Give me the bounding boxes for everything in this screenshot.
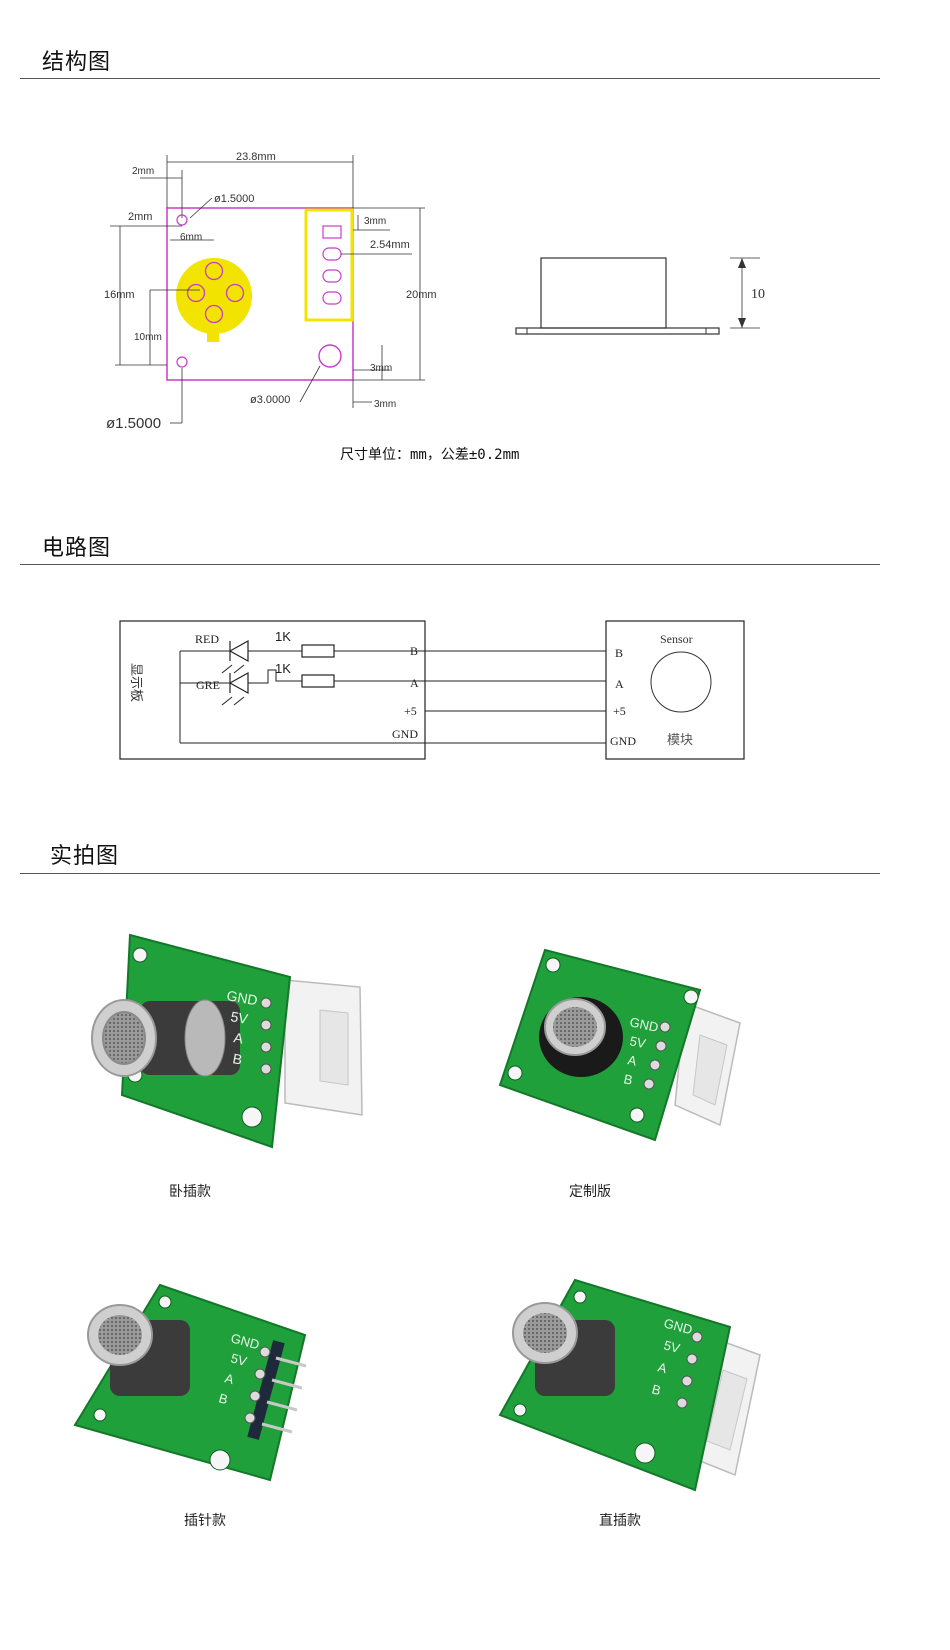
display-board-label: 显示板: [129, 663, 144, 702]
dim-hole-top: ø1.5000: [214, 193, 254, 205]
section-title-photos: 实拍图: [50, 844, 120, 869]
led-red-symbol: [228, 639, 249, 663]
dimension-note: 尺寸单位：mm，公差±0.2mm: [340, 447, 520, 463]
photo-caption-4: 直插款: [599, 1513, 641, 1529]
pcb-label-a: A: [232, 1029, 245, 1046]
dim-width: 23.8mm: [236, 151, 276, 163]
sensor-module-box: [605, 620, 745, 760]
section-divider: [20, 873, 880, 874]
led-green-symbol: [228, 671, 249, 695]
pcb-label-b: B: [622, 1071, 634, 1087]
mount-hole-bottom: [176, 356, 188, 368]
photo-caption-2: 定制版: [569, 1184, 611, 1200]
resistor-1: [301, 644, 335, 658]
structure-diagram: 23.8mm 2mm ø1.5000 2mm 6mm 16mm 10mm ø1.…: [104, 151, 765, 432]
dim-height-total: 20mm: [406, 289, 437, 301]
display-board-box: [119, 620, 426, 760]
sensor-title: Sensor: [660, 632, 693, 646]
sensor-footprint: [176, 258, 252, 334]
left-pin-a: A: [410, 676, 419, 690]
pcb-label-5v: 5V: [229, 1350, 249, 1369]
pcb-label-5v: 5V: [229, 1008, 249, 1027]
pcb-label-a: A: [626, 1052, 638, 1069]
section-title-circuit: 电路图: [42, 536, 112, 561]
dim-pin-pitch: 2.54mm: [370, 239, 410, 251]
sensor-symbol: [650, 651, 712, 713]
connector-footprint: [304, 208, 354, 322]
side-view-body: [540, 257, 667, 329]
dim-bottom-margin: 3mm: [374, 399, 396, 410]
left-pin-gnd: GND: [392, 727, 418, 741]
pcb-label-a: A: [223, 1370, 236, 1387]
right-pin-gnd: GND: [610, 734, 636, 748]
dim-hole-bottom: ø1.5000: [106, 415, 161, 432]
module-label: 模块: [667, 732, 693, 747]
circuit-diagram: 显示板 RED GRE 1K 1K B A +5 GND Sensor B A …: [119, 620, 745, 760]
dim-sensor-offset: 6mm: [180, 232, 202, 243]
dim-lower-offset: 10mm: [134, 332, 162, 343]
pcb-label-5v: 5V: [628, 1033, 647, 1051]
pcb-label-a: A: [656, 1359, 669, 1376]
pcb-label-b: B: [231, 1050, 243, 1067]
dim-big-hole: ø3.0000: [250, 394, 290, 406]
mount-hole-top: [176, 214, 188, 226]
photo-pin-header: GND 5V A B: [73, 1283, 307, 1482]
dim-height-left: 16mm: [104, 289, 135, 301]
resistor-2: [301, 674, 335, 688]
photo-caption-1: 卧插款: [169, 1184, 211, 1200]
pcb-label-gnd: GND: [229, 1330, 261, 1352]
pcb-label-gnd: GND: [628, 1014, 659, 1035]
resistor-2-label: 1K: [275, 661, 291, 676]
dim-side-height: 10: [751, 287, 765, 302]
pcb-label-gnd: GND: [662, 1315, 694, 1337]
dim-left-margin: 2mm: [132, 166, 154, 177]
side-view-board: [515, 327, 720, 335]
pcb-label-b: B: [217, 1390, 229, 1407]
photo-vertical-plug: GND 5V A B: [498, 1278, 761, 1492]
dim-top-margin: 2mm: [128, 211, 152, 223]
mount-hole-large: [318, 344, 342, 368]
right-pin-5v: +5: [613, 704, 626, 718]
led-red-label: RED: [195, 632, 219, 646]
pcb-label-gnd: GND: [225, 987, 258, 1008]
right-pin-b: B: [615, 646, 623, 660]
section-divider: [20, 78, 880, 79]
resistor-1-label: 1K: [275, 629, 291, 644]
dim-pin-top: 3mm: [364, 216, 386, 227]
right-pin-a: A: [615, 677, 624, 691]
photo-custom-version: GND 5V A B: [498, 948, 741, 1142]
photo-caption-3: 插针款: [184, 1513, 226, 1529]
left-pin-b: B: [410, 644, 418, 658]
section-divider: [20, 564, 880, 565]
dim-right-margin: 3mm: [370, 363, 392, 374]
pcb-label-b: B: [650, 1381, 662, 1398]
left-pin-5v: +5: [404, 704, 417, 718]
pcb-label-5v: 5V: [662, 1337, 682, 1356]
section-title-structure: 结构图: [42, 50, 112, 75]
photo-horizontal-plug: GND 5V A B: [91, 933, 363, 1149]
led-green-label: GRE: [196, 678, 220, 692]
